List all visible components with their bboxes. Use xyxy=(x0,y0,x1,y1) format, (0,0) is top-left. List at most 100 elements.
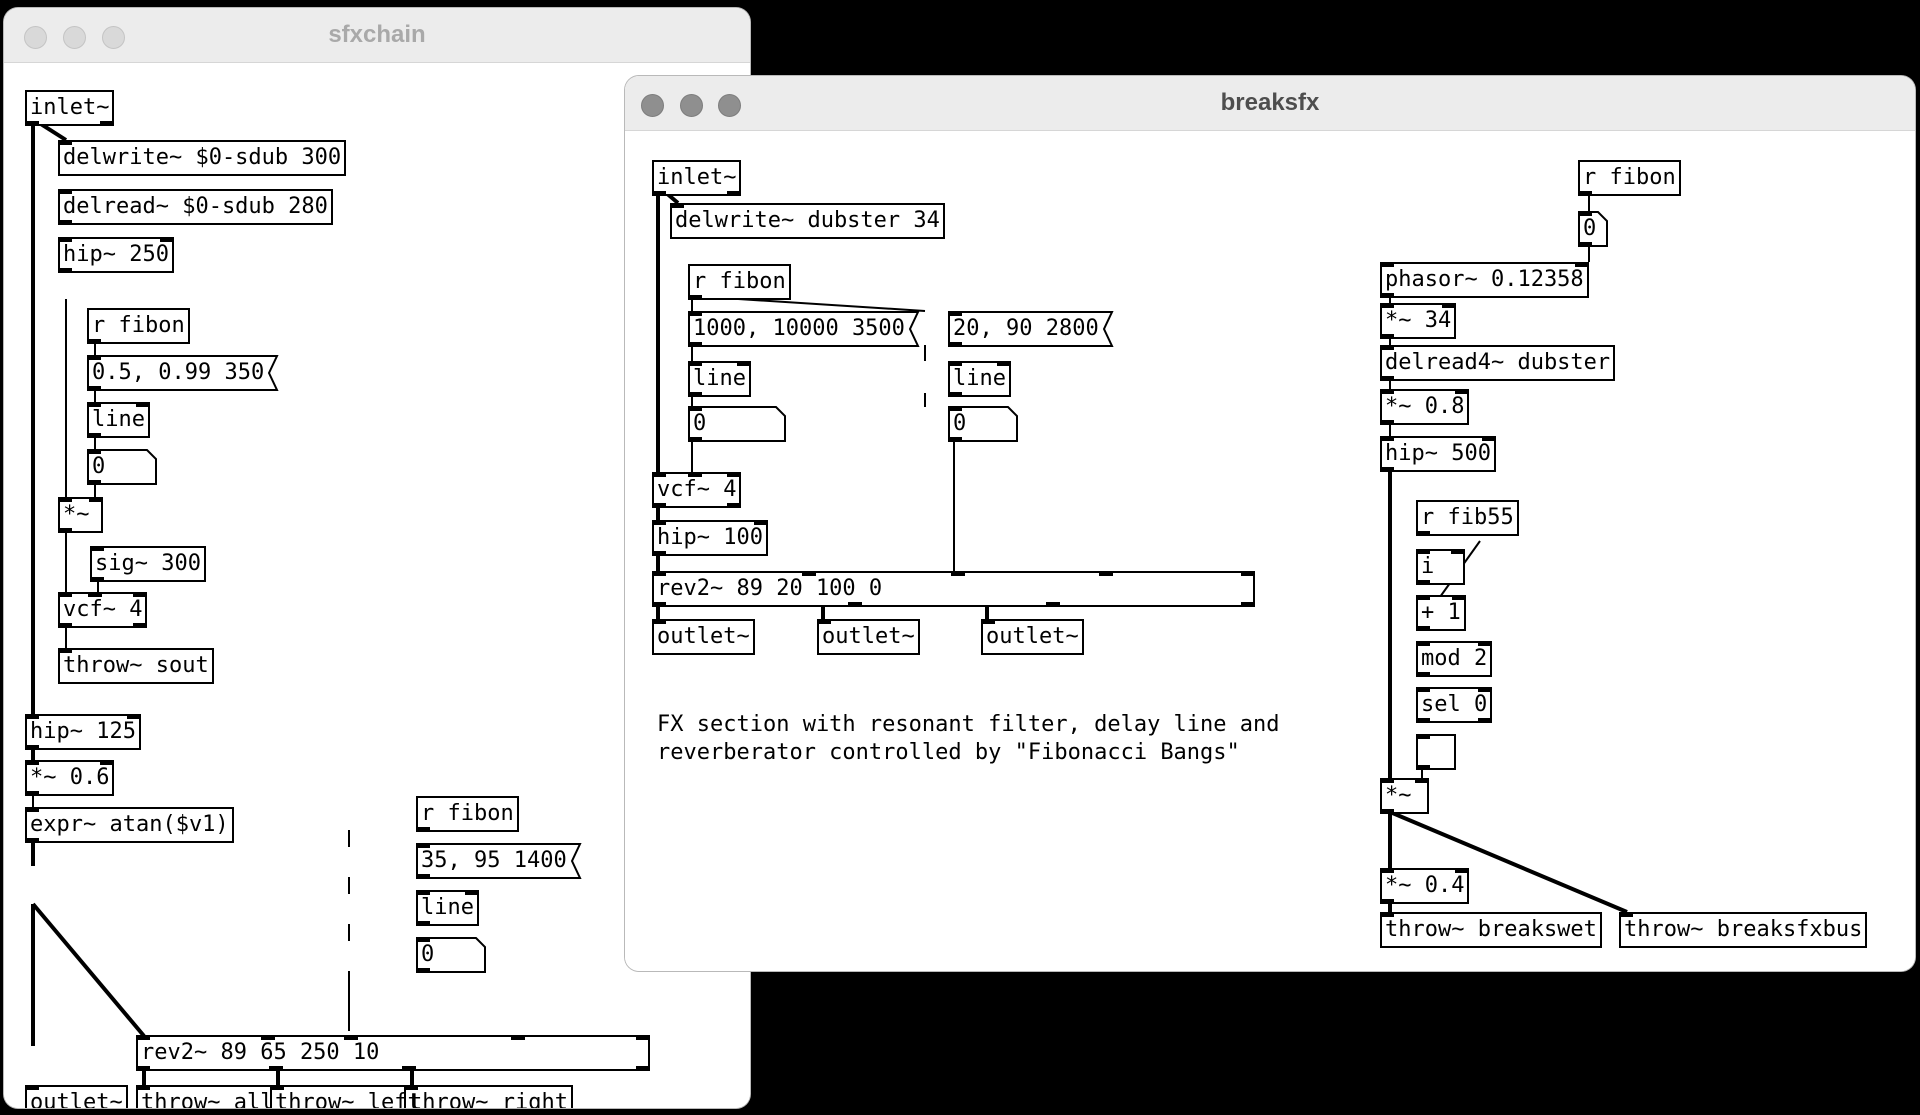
minimize-button[interactable] xyxy=(63,26,86,49)
inlet-port[interactable] xyxy=(25,760,39,765)
inlet-port[interactable] xyxy=(1380,778,1394,783)
inlet-port[interactable] xyxy=(344,1035,358,1040)
receive-fib55-object[interactable]: r fib55 xyxy=(1416,500,1519,536)
inlet-port[interactable] xyxy=(58,648,72,653)
outlet-port[interactable] xyxy=(1478,718,1493,723)
outlet-port[interactable] xyxy=(1046,602,1060,607)
number-box[interactable]: 0 xyxy=(87,449,157,485)
outlet-port[interactable] xyxy=(90,577,104,582)
multiply-0.8-object[interactable]: *~ 0.8 xyxy=(1380,389,1470,425)
outlet-port[interactable] xyxy=(25,745,39,750)
inlet-port[interactable] xyxy=(948,311,962,316)
inlet-port[interactable] xyxy=(948,406,962,411)
vcf-object[interactable]: vcf~ 4 xyxy=(58,592,148,628)
sfxchain-titlebar[interactable]: sfxchain xyxy=(4,8,750,63)
outlet-port[interactable] xyxy=(25,838,39,843)
inlet-port[interactable] xyxy=(688,472,702,477)
receive-fibon-object[interactable]: r fibon xyxy=(416,796,519,832)
outlet-port[interactable] xyxy=(402,1066,416,1071)
inlet-port[interactable] xyxy=(817,619,831,624)
close-button[interactable] xyxy=(24,26,47,49)
inlet-port[interactable] xyxy=(1380,389,1394,394)
outlet-port[interactable] xyxy=(1380,809,1394,814)
outlet-port[interactable] xyxy=(87,480,101,485)
outlet-port[interactable] xyxy=(133,623,148,628)
inlet-port[interactable] xyxy=(1478,641,1493,646)
sig-object[interactable]: sig~ 300 xyxy=(90,546,206,582)
inlet-port[interactable] xyxy=(135,402,150,407)
inlet-port[interactable] xyxy=(511,1035,525,1040)
throw-left-object[interactable]: throw~ left xyxy=(270,1085,426,1108)
inlet-port[interactable] xyxy=(652,571,666,576)
outlet-port[interactable] xyxy=(652,503,666,508)
inlet-port[interactable] xyxy=(1380,303,1394,308)
outlet-port[interactable] xyxy=(1241,602,1255,607)
multiply-object[interactable]: *~ xyxy=(1380,778,1429,814)
inlet-port[interactable] xyxy=(58,592,72,597)
inlet-port[interactable] xyxy=(88,592,102,597)
breaksfx-window[interactable]: breaksfx xyxy=(625,76,1915,971)
inlet-port[interactable] xyxy=(1416,641,1430,646)
outlet-port[interactable] xyxy=(1380,293,1394,298)
multiply-0.6-object[interactable]: *~ 0.6 xyxy=(25,760,115,796)
outlet-port[interactable] xyxy=(948,342,962,347)
message-box[interactable]: 1000, 10000 3500 xyxy=(688,311,920,347)
outlet-port[interactable] xyxy=(688,342,702,347)
multiply-34-object[interactable]: *~ 34 xyxy=(1380,303,1457,339)
inlet-port[interactable] xyxy=(1578,211,1592,216)
outlet-port[interactable] xyxy=(269,1066,283,1071)
outlet-port[interactable] xyxy=(58,623,72,628)
inlet-port[interactable] xyxy=(416,890,430,895)
outlet-port[interactable] xyxy=(636,1066,650,1071)
multiply-0.4-object[interactable]: *~ 0.4 xyxy=(1380,868,1470,904)
inlet-port[interactable] xyxy=(981,619,995,624)
inlet-port[interactable] xyxy=(1415,778,1429,783)
hip-500-object[interactable]: hip~ 500 xyxy=(1380,436,1496,472)
rev2-object[interactable]: rev2~ 89 65 250 10 xyxy=(136,1035,650,1071)
outlet-port[interactable] xyxy=(416,827,430,832)
outlet-port[interactable] xyxy=(25,121,39,126)
outlet-port[interactable] xyxy=(652,191,666,196)
delread4-object[interactable]: delread4~ dubster xyxy=(1380,345,1616,381)
outlet-port[interactable] xyxy=(652,551,666,556)
inlet-port[interactable] xyxy=(1241,571,1255,576)
outlet-port[interactable] xyxy=(416,921,430,926)
inlet-port[interactable] xyxy=(636,1035,650,1040)
inlet-port[interactable] xyxy=(996,361,1011,366)
receive-fibon-object[interactable]: r fibon xyxy=(87,308,190,344)
inlet-port[interactable] xyxy=(951,571,965,576)
inlet-port[interactable] xyxy=(416,843,430,848)
inlet-port[interactable] xyxy=(1619,912,1633,917)
outlet-port[interactable] xyxy=(58,220,72,225)
inlet-port[interactable] xyxy=(136,1085,150,1090)
number-box[interactable]: 0 xyxy=(416,937,486,973)
inlet-port[interactable] xyxy=(25,714,39,719)
outlet-port[interactable] xyxy=(1380,376,1394,381)
inlet-port[interactable] xyxy=(1380,912,1394,917)
outlet-port[interactable] xyxy=(1416,718,1430,723)
outlet-port[interactable] xyxy=(848,602,862,607)
inlet-port[interactable] xyxy=(159,237,174,242)
outlet-port[interactable] xyxy=(1416,672,1430,677)
outlet-port[interactable] xyxy=(1578,191,1592,196)
multiply-object[interactable]: *~ xyxy=(58,497,103,533)
hip-100-object[interactable]: hip~ 100 xyxy=(652,520,768,556)
zoom-button[interactable] xyxy=(102,26,125,49)
outlet-port[interactable] xyxy=(25,791,39,796)
inlet-port[interactable] xyxy=(652,520,666,525)
outlet-port[interactable] xyxy=(1416,580,1430,585)
throw-breakswet-object[interactable]: throw~ breakswet xyxy=(1380,912,1602,948)
message-box[interactable]: 20, 90 2800 xyxy=(948,311,1114,347)
inlet-port[interactable] xyxy=(89,497,103,502)
inlet-port[interactable] xyxy=(688,406,702,411)
breaksfx-patch-canvas[interactable]: inlet~ delwrite~ dubster 34 r fibon 1000… xyxy=(625,131,1915,971)
close-button[interactable] xyxy=(641,94,664,117)
outlet-object[interactable]: outlet~ xyxy=(817,619,920,655)
inlet-port[interactable] xyxy=(58,140,72,145)
inlet-port[interactable] xyxy=(652,619,666,624)
outlet-port[interactable] xyxy=(1416,531,1430,536)
outlet-port[interactable] xyxy=(688,437,702,442)
inlet-port[interactable] xyxy=(1481,436,1496,441)
outlet-port[interactable] xyxy=(100,121,115,126)
inlet-port[interactable] xyxy=(1478,687,1493,692)
